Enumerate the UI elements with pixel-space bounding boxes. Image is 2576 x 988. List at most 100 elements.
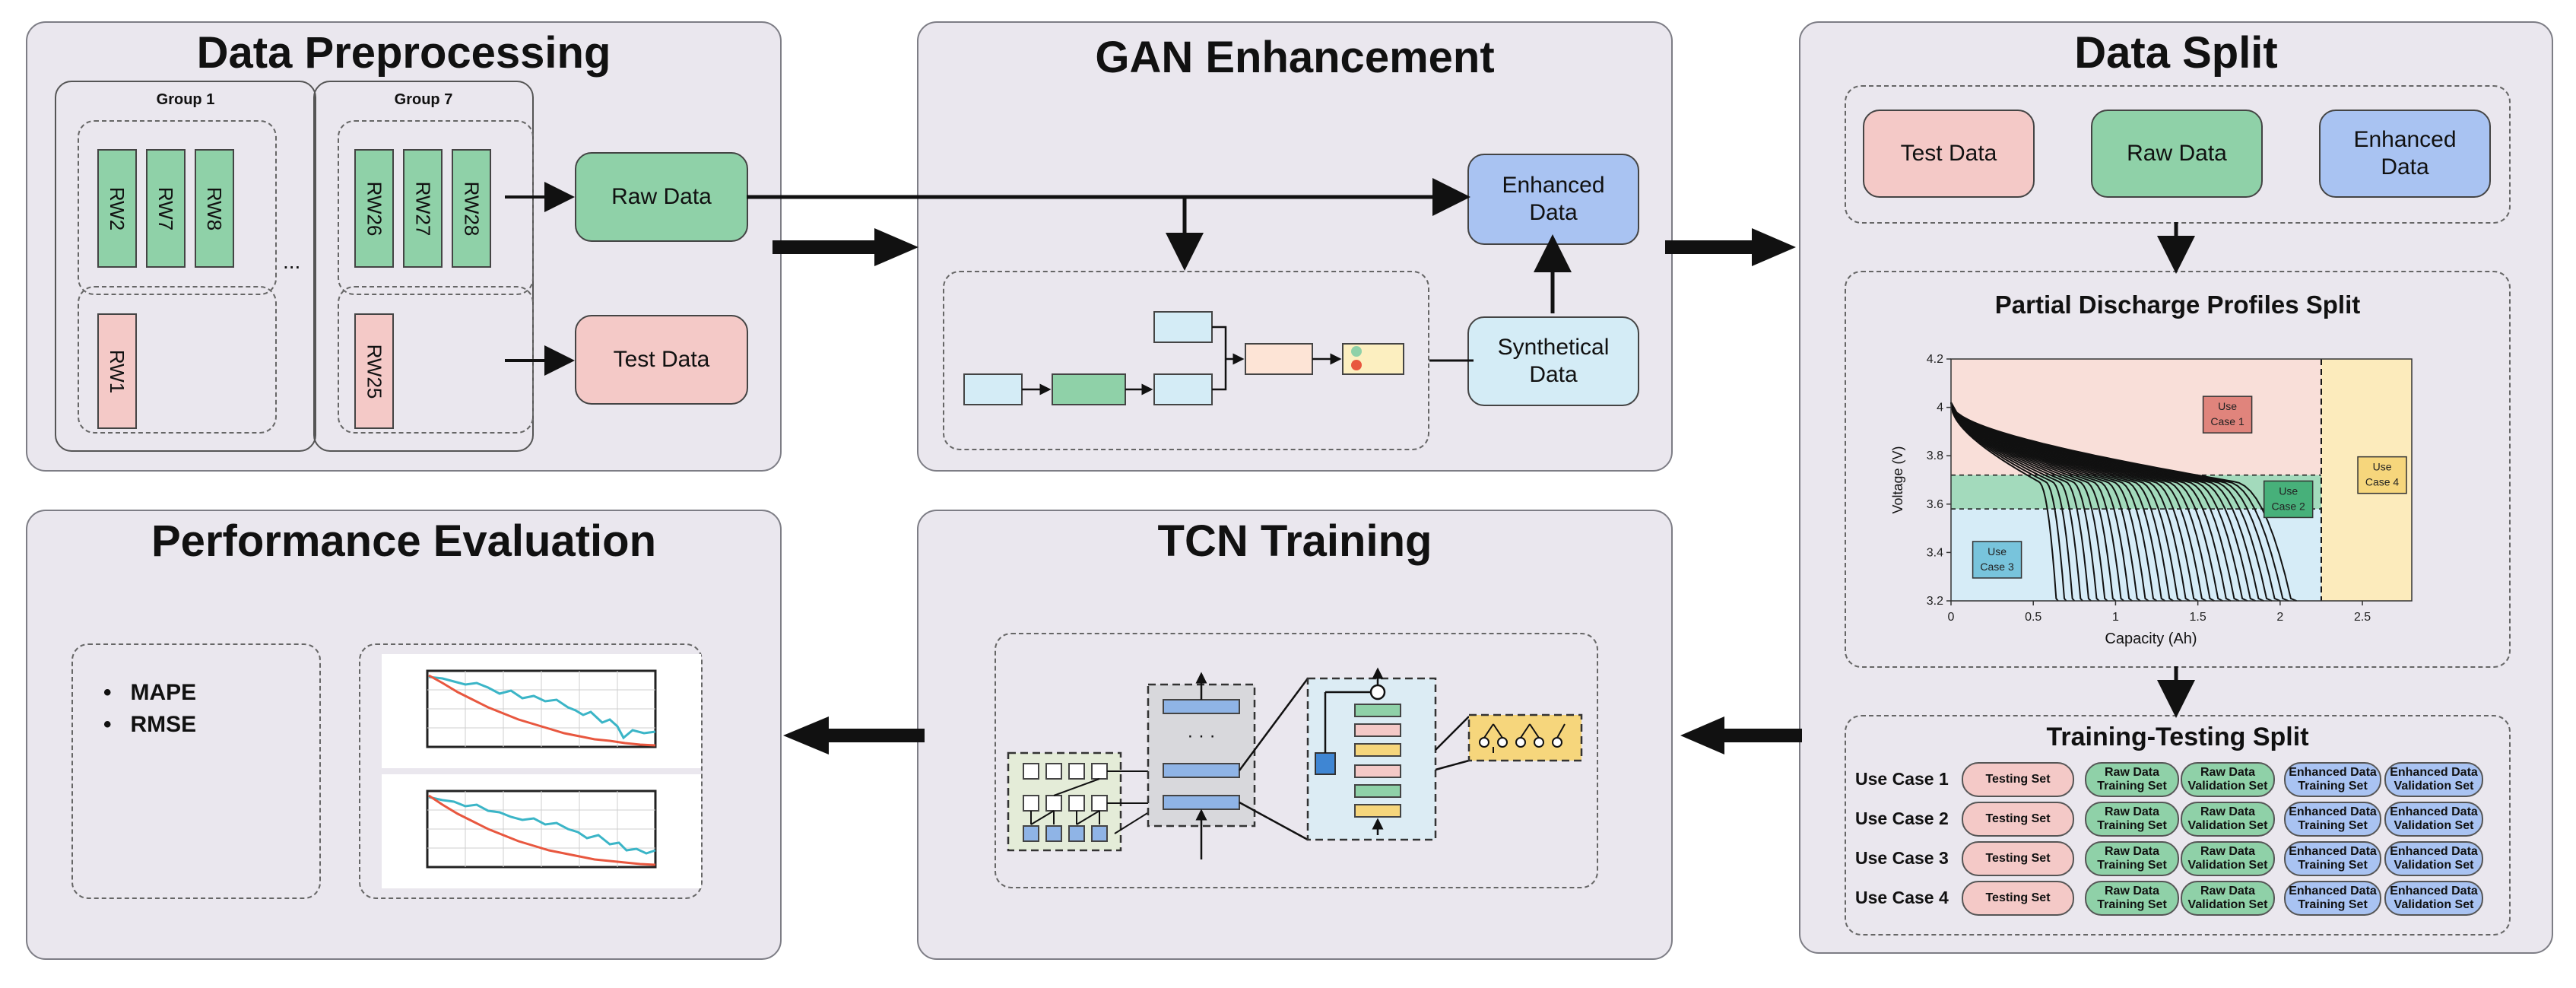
x-tick-label: 0.5 bbox=[2025, 611, 2041, 624]
region-label-text-2: Use bbox=[2279, 484, 2298, 497]
group-1-label: Group 1 bbox=[156, 91, 215, 108]
region-label-text-1: Use bbox=[2218, 400, 2237, 412]
cell-rw25: RW25 bbox=[354, 313, 394, 429]
panel-title-split: Data Split bbox=[2074, 28, 2278, 78]
cell-rw2: RW2 bbox=[97, 149, 137, 268]
use-case-3-label: Use Case 3 bbox=[1855, 848, 1949, 868]
split-raw-data-box: Raw Data bbox=[2091, 110, 2263, 198]
uc2-testing-set: Testing Set bbox=[1962, 802, 2074, 837]
plot-frame bbox=[1950, 358, 2413, 602]
use-case-1-label: Use Case 1 bbox=[1855, 769, 1949, 789]
test-data-box: Test Data bbox=[575, 315, 748, 405]
y-tick-label: 3.8 bbox=[1927, 450, 1943, 462]
panel-title-preprocessing: Data Preprocessing bbox=[196, 28, 611, 78]
discharge-curve bbox=[1950, 402, 2092, 602]
results-box bbox=[359, 643, 703, 899]
panel-title-performance: Performance Evaluation bbox=[151, 516, 656, 566]
cell-rw8: RW8 bbox=[195, 149, 234, 268]
group-1-train-box bbox=[78, 120, 277, 295]
region-label-box-3 bbox=[1972, 541, 2022, 579]
result-plot-top bbox=[382, 654, 701, 768]
tcn-mini-network: · · · bbox=[1007, 667, 1583, 859]
region-label-text-2: Case 2 bbox=[2271, 500, 2305, 512]
y-tick-label: 3.4 bbox=[1927, 546, 1943, 559]
group-1-test-box bbox=[78, 286, 277, 434]
region-label-text-1: Case 1 bbox=[2210, 415, 2244, 427]
y-tick-label: 3.2 bbox=[1927, 595, 1943, 608]
use-case-2-label: Use Case 2 bbox=[1855, 809, 1949, 828]
x-tick-label: 1.5 bbox=[2190, 611, 2206, 624]
region-label-text-3: Use bbox=[1988, 545, 2007, 558]
split-test-data-box: Test Data bbox=[1863, 110, 2035, 198]
group-7-label: Group 7 bbox=[394, 91, 453, 108]
x-tick-label: 1 bbox=[2112, 611, 2119, 624]
raw-to-enhanced-arrow bbox=[747, 178, 1470, 271]
region-label-text-3: Case 3 bbox=[1980, 561, 2014, 573]
region-label-text-4: Case 4 bbox=[2365, 476, 2400, 488]
tcn-architecture-box bbox=[995, 633, 1598, 888]
discharge-curve bbox=[1950, 402, 2083, 602]
uc4-testing-set: Testing Set bbox=[1962, 881, 2074, 916]
cell-rw26: RW26 bbox=[354, 149, 394, 268]
panel-title-gan: GAN Enhancement bbox=[1095, 33, 1495, 82]
cell-rw28: RW28 bbox=[452, 149, 491, 268]
svg-text:· · ·: · · · bbox=[1187, 726, 1215, 746]
gan-mini-network bbox=[963, 234, 1572, 405]
cell-rw27: RW27 bbox=[403, 149, 443, 268]
region-label-box-1 bbox=[2202, 396, 2253, 434]
discharge-curve bbox=[1950, 402, 2076, 602]
group-1-container bbox=[55, 81, 316, 452]
discharge-curve bbox=[1950, 402, 2297, 602]
ellipsis: ... bbox=[283, 249, 301, 273]
uc1-testing-set: Testing Set bbox=[1962, 762, 2074, 797]
region-label-box-4 bbox=[2357, 456, 2407, 494]
training-testing-title: Training-Testing Split bbox=[2046, 723, 2309, 751]
group-7-train-box bbox=[338, 120, 534, 295]
use-case-4-label: Use Case 4 bbox=[1855, 888, 1949, 907]
metrics-box bbox=[71, 643, 321, 899]
region-label-text-4: Use bbox=[2373, 461, 2392, 473]
cell-rw1: RW1 bbox=[97, 313, 137, 429]
discharge-curve bbox=[1950, 402, 2059, 602]
metric-rmse: • RMSE bbox=[103, 712, 197, 737]
discharge-curve bbox=[1950, 402, 2067, 602]
metric-mape: • MAPE bbox=[103, 680, 197, 705]
panel-performance-evaluation: Performance Evaluation • MAPE • RMSE bbox=[26, 510, 782, 960]
uc3-testing-set: Testing Set bbox=[1962, 841, 2074, 876]
y-tick-label: 4.2 bbox=[1927, 353, 1943, 366]
panel-data-preprocessing: Data Preprocessing Group 1 RW2 RW7 RW8 R… bbox=[26, 21, 782, 472]
preprocess-arrows bbox=[505, 182, 575, 376]
gan-architecture-box bbox=[943, 271, 1429, 450]
y-tick-label: 3.6 bbox=[1927, 498, 1943, 511]
x-axis-label: Capacity (Ah) bbox=[2105, 631, 2197, 647]
result-plot-bottom bbox=[382, 774, 701, 888]
panel-flow-arrows bbox=[772, 228, 1802, 755]
y-tick-label: 4 bbox=[1937, 402, 1943, 415]
x-tick-label: 0 bbox=[1948, 611, 1955, 624]
cell-rw7: RW7 bbox=[146, 149, 186, 268]
panel-title-tcn: TCN Training bbox=[1157, 516, 1432, 566]
raw-data-box: Raw Data bbox=[575, 152, 748, 242]
region-label-box-2 bbox=[2263, 480, 2314, 519]
x-tick-label: 2.5 bbox=[2354, 611, 2371, 624]
